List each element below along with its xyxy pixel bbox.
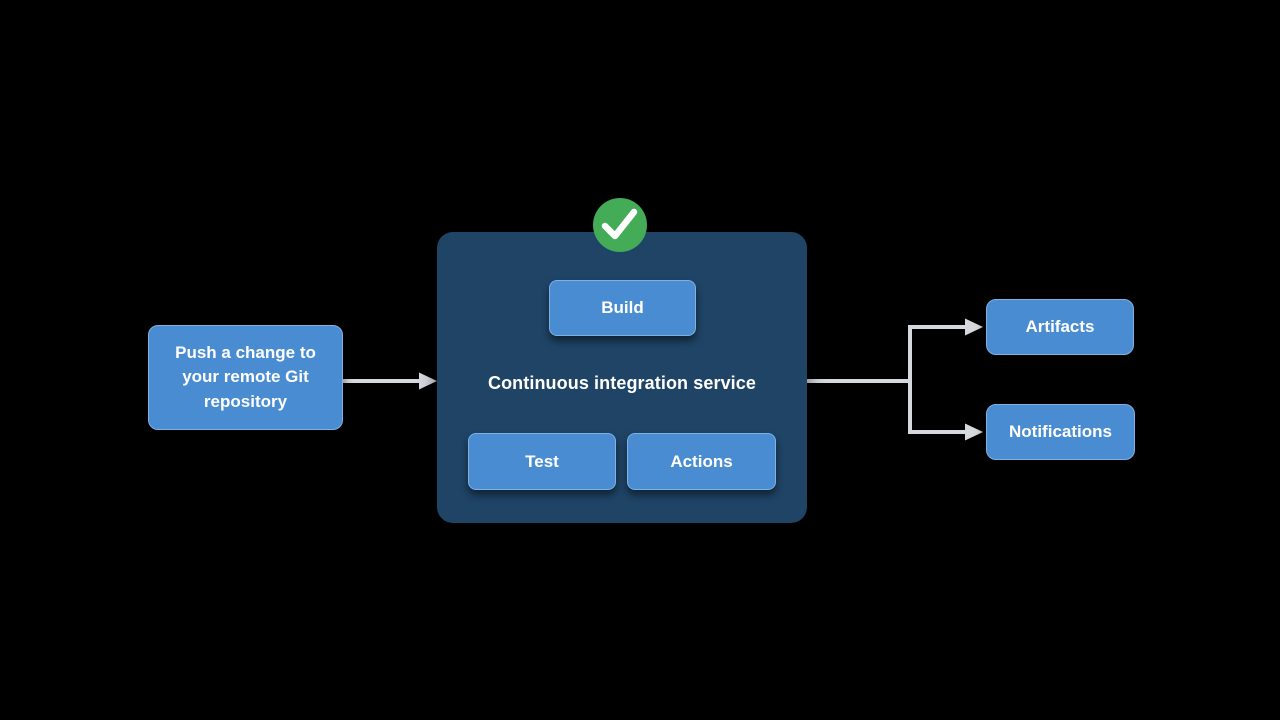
notifications-node: Notifications (986, 404, 1135, 460)
arrow-push-to-ci (343, 372, 437, 390)
test-button: Test (468, 433, 616, 490)
artifacts-node: Artifacts (986, 299, 1134, 355)
actions-button: Actions (627, 433, 776, 490)
build-button: Build (549, 280, 696, 336)
arrowhead-to-notifications (965, 423, 983, 441)
success-check-icon (593, 198, 647, 252)
ci-service-title: Continuous integration service (487, 373, 757, 393)
push-change-node: Push a change to your remote Git reposit… (148, 325, 343, 430)
arrowhead-to-artifacts (965, 318, 983, 336)
connector-ci-to-outputs (807, 318, 983, 441)
